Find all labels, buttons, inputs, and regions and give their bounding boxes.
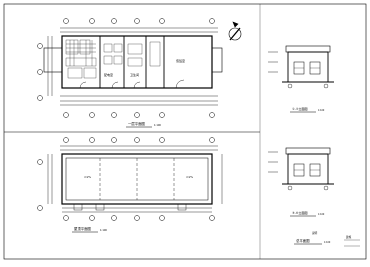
- elevation-lower: ⑤-⑧立面图 1:100: [268, 147, 334, 217]
- title-block-note: 说明: [312, 231, 318, 235]
- plan-title: 屋顶平面图: [74, 226, 92, 231]
- elevation-title: ①-④立面图: [292, 106, 307, 111]
- north-arrow-icon: [228, 21, 242, 41]
- plan-scale: 1:100: [100, 229, 107, 232]
- elevation-scale: 1:100: [318, 213, 325, 216]
- floor-plan-lower: i=2% i=2% 屋顶平面图 1:100: [37, 137, 223, 233]
- elevation-scale: 1:100: [318, 109, 325, 112]
- title-block-title: 总平面图: [296, 238, 310, 243]
- axis-bubbles-top: [37, 18, 215, 49]
- room-label: 值班室: [176, 58, 185, 63]
- floor-plan-upper: 值班室 配电室 卫生间 一层平面图 1:100: [37, 18, 223, 128]
- sheet-border: [3, 3, 367, 260]
- title-block-scale: 1:100: [324, 241, 331, 244]
- elevation-upper: ①-④立面图 1:100: [268, 45, 334, 113]
- room-label: 卫生间: [130, 72, 139, 77]
- title-block: 说明 总平面图 1:100 建施: [294, 231, 360, 247]
- plan-scale: 1:100: [154, 124, 161, 127]
- room-label: 配电室: [104, 72, 113, 77]
- roof-drain-label: i=2%: [186, 175, 194, 179]
- title-block-code: 建施: [346, 235, 352, 239]
- roof-slope-label: i=2%: [84, 175, 92, 179]
- elevation-title: ⑤-⑧立面图: [292, 210, 307, 215]
- axis-bubbles-bottom: [37, 69, 215, 118]
- plan-title: 一层平面图: [128, 121, 146, 126]
